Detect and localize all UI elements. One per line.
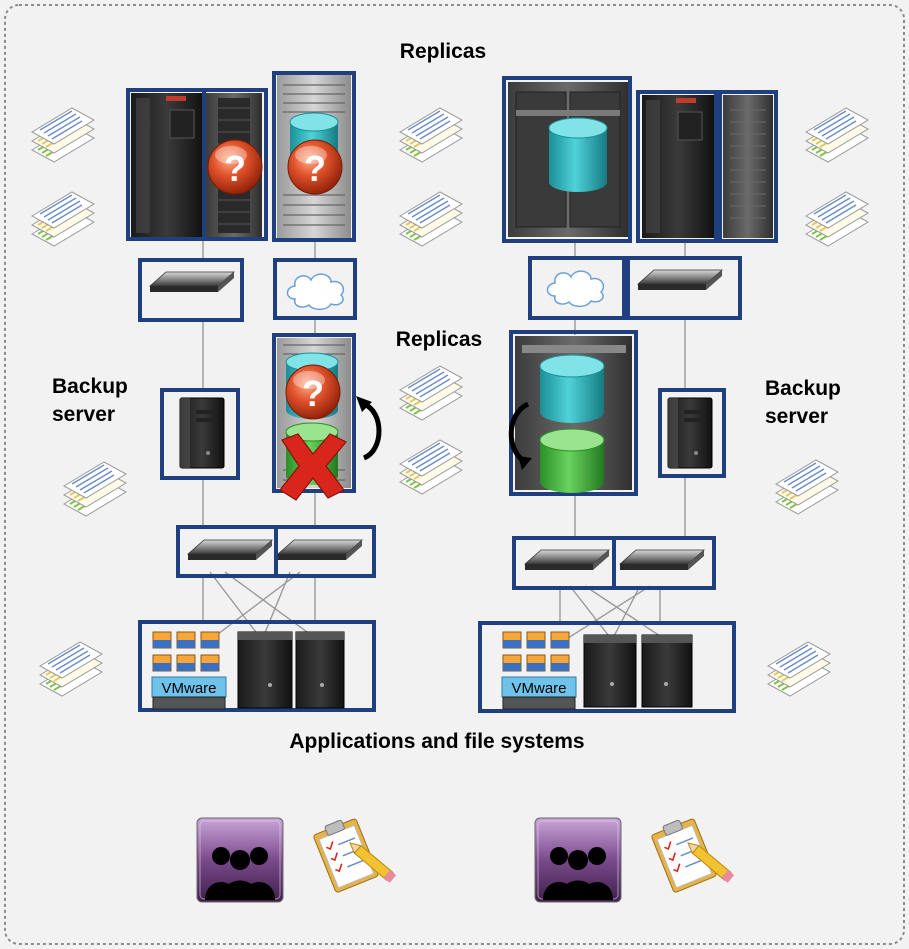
backup-server-label-right-line2: server [765, 405, 828, 428]
storage-array-right-2 [636, 90, 718, 243]
server-tower-left-2 [295, 631, 345, 709]
storage-array-left-1 [126, 88, 206, 241]
cloud-icon-left [273, 258, 357, 320]
storage-array-right-3 [718, 90, 778, 243]
question-mark-text: ? [224, 148, 246, 189]
database-green-right [539, 428, 605, 493]
applications-label: Applications and file systems [289, 730, 584, 753]
server-tower-right-2 [641, 634, 693, 708]
backup-server-label-left-line1: Backup [52, 375, 128, 398]
database-teal-right-mid [539, 354, 605, 423]
question-mark-text: ? [302, 373, 324, 414]
backup-server-left [160, 388, 240, 480]
failure-x-icon [279, 433, 347, 501]
replicas-label-top: Replicas [400, 40, 486, 63]
replication-arrow-icon-left [356, 396, 382, 461]
server-tower-right-1 [583, 634, 637, 708]
network-switch-right-top [626, 256, 742, 320]
vm-chips-left [152, 631, 220, 672]
people-group-icon-right [534, 817, 622, 903]
vmware-label-right: VMware [511, 680, 566, 697]
database-teal-right-top [548, 117, 608, 192]
question-badge-1: ? [207, 139, 263, 195]
server-tower-left-1 [237, 631, 293, 709]
vm-chips-right [502, 631, 570, 672]
vmware-label-left: VMware [161, 680, 216, 697]
network-switch-right-bottom-2 [612, 536, 716, 590]
application-hosts-left: VMware [138, 620, 376, 712]
network-switch-left-top [138, 258, 244, 322]
question-badge-3: ? [285, 364, 341, 420]
backup-server-label-right-line1: Backup [765, 377, 841, 400]
replication-arrow-icon-right [508, 401, 532, 470]
backup-server-right [658, 388, 726, 478]
cloud-icon-right [528, 256, 626, 320]
network-switch-left-bottom-2 [274, 525, 376, 578]
backup-server-label-left-line2: server [52, 403, 115, 426]
people-group-icon-left [196, 817, 284, 903]
question-mark-text: ? [304, 148, 326, 189]
question-badge-2: ? [287, 139, 343, 195]
application-hosts-right: VMware [478, 621, 736, 713]
connector-lines [202, 240, 686, 641]
replicas-label-middle: Replicas [396, 328, 482, 351]
